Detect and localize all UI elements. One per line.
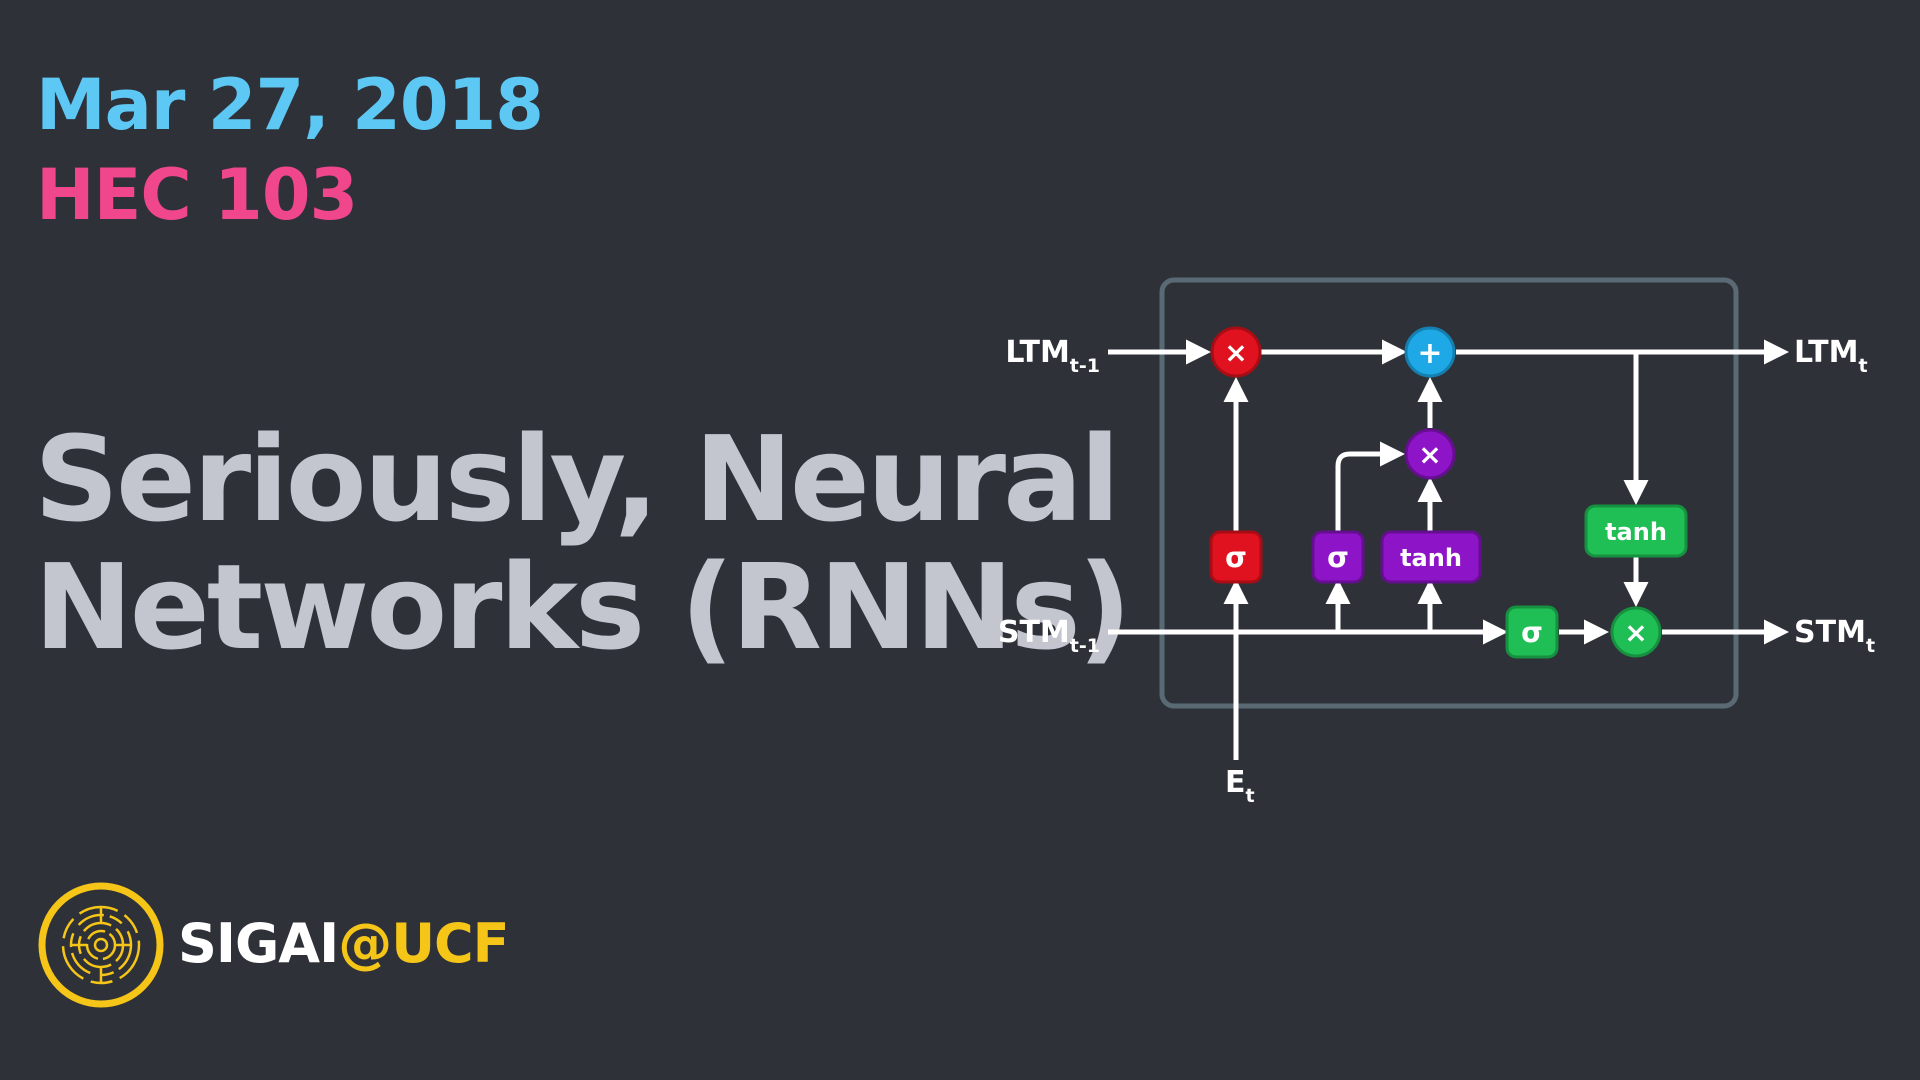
svg-text:STMt: STMt xyxy=(1794,615,1875,657)
learn-multiply-node: × xyxy=(1404,428,1456,480)
brand-sigai: SIGAI xyxy=(178,912,339,975)
lstm-frame xyxy=(1159,277,1739,709)
add-node: + xyxy=(1404,326,1456,378)
learn-multiply-symbol: × xyxy=(1418,438,1441,471)
forget-multiply-node: × xyxy=(1210,326,1262,378)
title-line-2: Networks (RNNs) xyxy=(34,538,1132,676)
output-sigma-box: σ xyxy=(1505,605,1559,659)
output-tanh-label: tanh xyxy=(1605,518,1667,546)
forget-sigma-box: σ xyxy=(1209,530,1263,584)
brand-name: SIGAI@UCF xyxy=(178,912,510,975)
room: HEC 103 xyxy=(36,154,358,236)
title-line-1: Seriously, Neural xyxy=(34,410,1120,548)
ltm-next-label: LTMt xyxy=(1794,335,1868,377)
learn-tanh-label: tanh xyxy=(1400,544,1462,572)
connections xyxy=(1108,339,1789,760)
svg-text:LTMt: LTMt xyxy=(1794,335,1868,377)
output-multiply-node: × xyxy=(1610,606,1662,658)
learn-tanh-box: tanh xyxy=(1380,530,1482,584)
brand-ucf: @UCF xyxy=(338,912,509,975)
add-symbol: + xyxy=(1417,336,1442,371)
stm-next-label: STMt xyxy=(1794,615,1875,657)
svg-text:LTMt-1: LTMt-1 xyxy=(1005,335,1100,377)
output-multiply-symbol: × xyxy=(1624,616,1647,649)
forget-sigma-label: σ xyxy=(1225,541,1247,574)
page-title: Seriously, Neural Networks (RNNs) xyxy=(34,410,1132,676)
learn-sigma-label: σ xyxy=(1327,541,1349,574)
learn-sigma-out-arrow xyxy=(1335,441,1405,532)
svg-text:Et: Et xyxy=(1225,765,1255,807)
sigai-logo xyxy=(36,880,166,1010)
date: Mar 27, 2018 xyxy=(36,64,544,146)
learn-sigma-box: σ xyxy=(1311,530,1365,584)
output-sigma-label: σ xyxy=(1521,616,1543,649)
stm-prev-label: STMt-1 xyxy=(998,615,1100,657)
event-label: Et xyxy=(1225,765,1255,807)
output-tanh-box: tanh xyxy=(1584,504,1688,558)
ltm-prev-label: LTMt-1 xyxy=(1005,335,1100,377)
forget-multiply-symbol: × xyxy=(1224,336,1247,369)
svg-text:STMt-1: STMt-1 xyxy=(998,615,1100,657)
circuit-logo-icon xyxy=(38,882,164,1008)
